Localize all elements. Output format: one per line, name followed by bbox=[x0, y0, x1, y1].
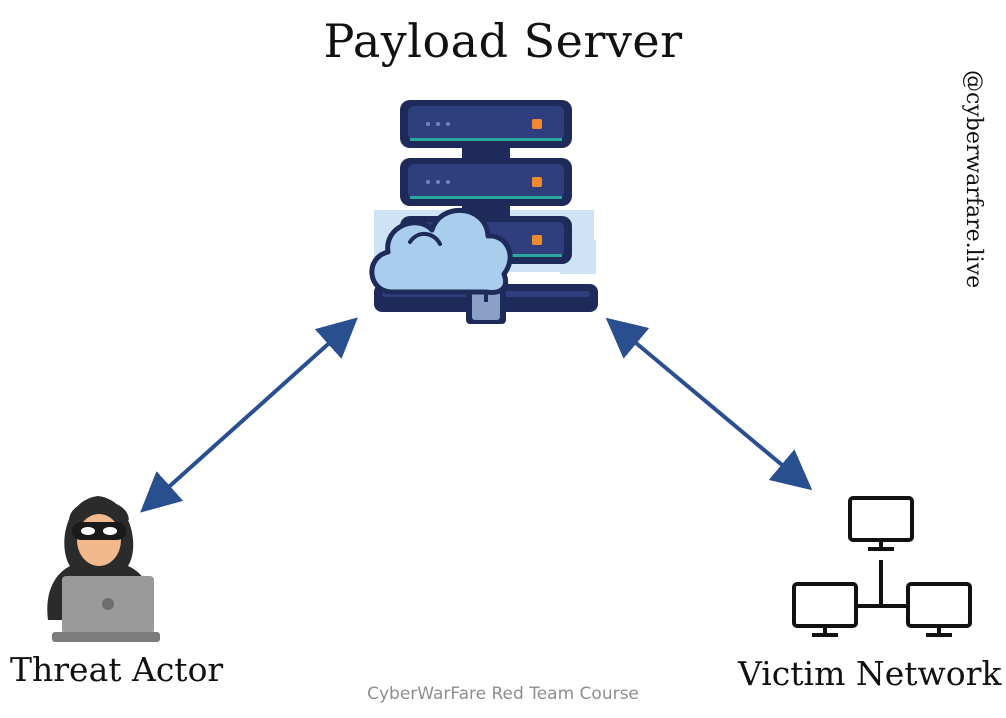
victim-network-label: Victim Network bbox=[738, 654, 1002, 693]
server-victim-arrow bbox=[605, 317, 813, 491]
laptop-icon bbox=[52, 576, 160, 642]
network-icon bbox=[792, 496, 972, 637]
course-watermark: CyberWarFare Red Team Course bbox=[367, 684, 639, 704]
social-handle: @cyberwarfare.live bbox=[961, 70, 986, 289]
threat-server-arrow bbox=[140, 317, 358, 513]
cloud-icon bbox=[369, 207, 513, 295]
payload-server-title: Payload Server bbox=[323, 14, 683, 68]
threat-actor-label: Threat Actor bbox=[10, 650, 224, 689]
